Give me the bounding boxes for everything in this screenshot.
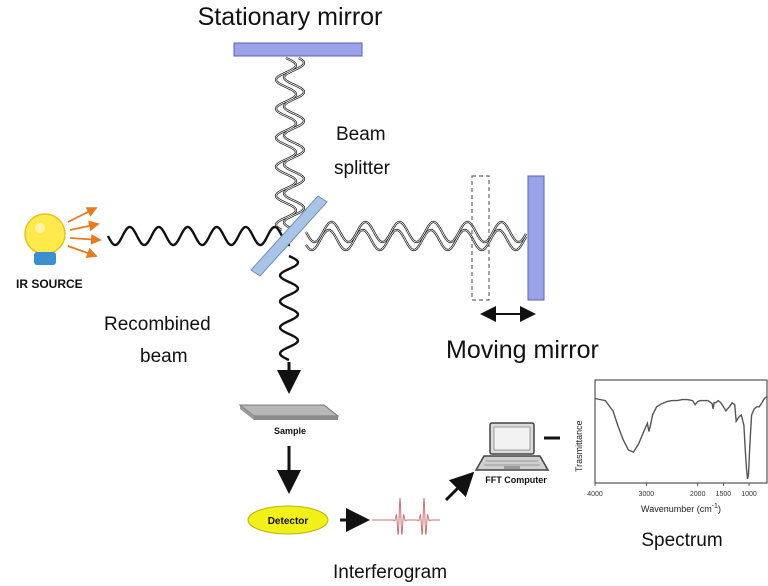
moving-mirror-previous-position [471, 175, 490, 301]
spectrum-x-tick-label: 1500 [716, 491, 732, 498]
spectrum-x-axis-label: Wavenumber (cm-1) [641, 503, 721, 514]
spectrum-plot-frame [594, 379, 768, 484]
sample-plate [238, 404, 340, 420]
spectrum-series-line [594, 395, 768, 480]
spectrum-x-tick-label: 2000 [690, 491, 706, 498]
moving-mirror [527, 175, 545, 301]
stationary-mirror [233, 42, 363, 57]
wave-top-a-highlight [275, 57, 297, 231]
recombined-beam-label-line1: Recombined [104, 314, 211, 335]
wave-moving-arm-b-highlight [305, 229, 527, 251]
laptop-icon [474, 422, 550, 471]
beam-splitter [250, 195, 328, 277]
sample-label: Sample [274, 426, 306, 436]
spectrum-chart: 4000 3000 2000 1500 1000 Trasmittance Wavenu… [574, 379, 768, 514]
interferogram-label: Interferogram [333, 562, 447, 583]
fft-computer-label: FFT Computer [485, 475, 547, 485]
detector [247, 505, 329, 535]
spectrum-x-tick-label: 3000 [639, 491, 655, 498]
spectrum-y-axis-label: Trasmittance [574, 420, 584, 472]
spectrum-x-tick-label: 4000 [587, 491, 603, 498]
ir-source-label: IR SOURCE [16, 277, 83, 291]
arrow-to-computer [444, 471, 475, 502]
wave-recombined [278, 254, 300, 362]
wave-source [106, 225, 291, 247]
spectrum-x-tick-label: 1000 [741, 491, 757, 498]
spectrum-label: Spectrum [641, 530, 722, 551]
interferogram-trace [372, 497, 440, 535]
beam-splitter-label-line2: splitter [334, 158, 391, 179]
source-emission-arrows [67, 207, 102, 259]
wave-top-b-highlight [283, 57, 305, 231]
stationary-mirror-label: Stationary mirror [198, 3, 383, 31]
light-bulb-icon [24, 213, 66, 265]
beam-splitter-label-line1: Beam [336, 124, 386, 145]
detector-label: Detector [268, 516, 309, 527]
recombined-beam-label-line2: beam [140, 346, 188, 367]
moving-mirror-label: Moving mirror [446, 336, 599, 364]
